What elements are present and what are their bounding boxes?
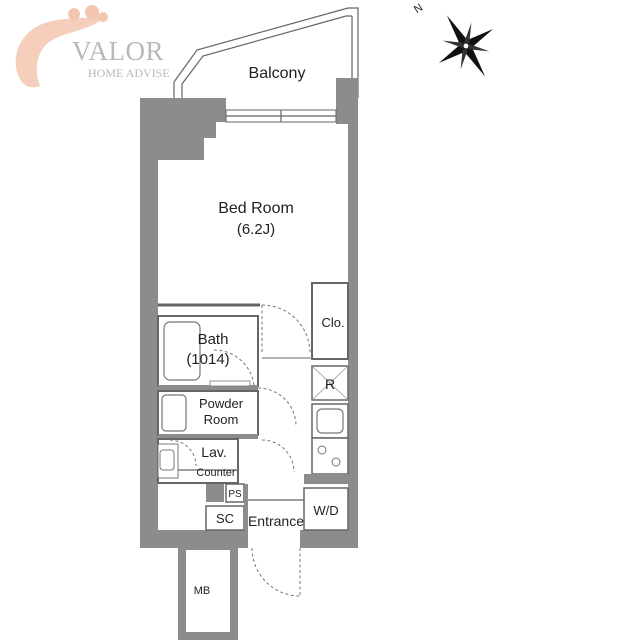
compass-north-label: N	[412, 2, 425, 16]
bath-size-label: (1014)	[186, 351, 229, 368]
bedroom-size-label: (6.2J)	[237, 221, 275, 238]
refrigerator-label: R	[325, 376, 335, 392]
powder-room-label-2: Room	[204, 412, 239, 427]
partitions	[157, 282, 349, 531]
valor-logo: VALOR HOME ADVISE	[15, 5, 170, 88]
walk-in-closet-label: W/D	[313, 503, 338, 518]
bedroom-label: Bed Room	[218, 200, 294, 217]
door-swings	[169, 304, 311, 597]
counter-label: Counter	[196, 467, 235, 479]
closet-label: Clo.	[321, 315, 344, 330]
logo-swoosh-icon	[15, 5, 108, 88]
meter-box-label: MB	[194, 585, 211, 597]
logo-tagline: HOME ADVISE	[88, 66, 170, 80]
lavatory-label: Lav.	[201, 444, 226, 460]
powder-room-label-1: Powder	[199, 396, 244, 411]
shoe-closet-label: SC	[216, 511, 234, 526]
meter-box-interior	[186, 550, 230, 632]
logo-brand: VALOR	[72, 36, 164, 66]
pipe-space-label: PS	[228, 489, 242, 500]
balcony-outline	[173, 7, 359, 98]
entrance-label: Entrance	[248, 513, 304, 529]
compass-rose-icon: N	[412, 2, 494, 77]
bath-label: Bath	[198, 331, 229, 348]
bedroom-window	[225, 109, 337, 123]
balcony-label: Balcony	[249, 65, 306, 82]
